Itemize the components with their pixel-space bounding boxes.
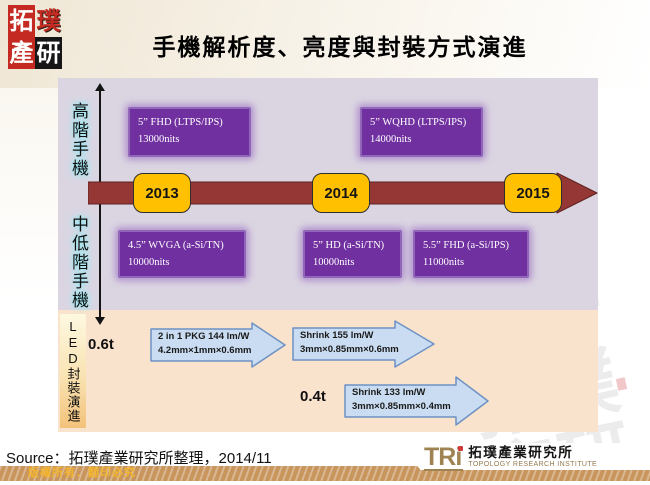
spec-text: 5” HD (a-Si/TN) [313,240,385,251]
block-arrow-icon [150,322,286,368]
brightness-text: 10000nits [313,256,355,268]
spec-box-low-2013: 4.5” WVGA (a-Si/TN) 10000nits [118,230,246,278]
led-step-arrow-1: 2 in 1 PKG 144 lm/W 4.2mm×1mm×0.6mm [150,322,286,368]
led-step-line1: Shrink 155 lm/W [300,330,374,341]
led-step-line1: 2 in 1 PKG 144 lm/W [158,331,250,342]
axis-label-mid-low: 中低階手機 [69,214,88,310]
seal-char: 璞 [36,6,61,35]
tri-logo-backdrop [398,443,650,470]
topology-seal-logo: 拓 璞 產 研 [8,5,62,69]
tri-name-en: TOPOLOGY RESEARCH INSTITUTE [468,461,598,468]
thickness-label-06t: 0.6t [88,336,114,353]
axis-arrow-up-icon [95,83,105,91]
spec-text: 5” WQHD (LTPS/IPS) [370,117,467,128]
copyright-text: 版權所有．翻印必究 [28,467,136,479]
tri-name-zh: 拓璞產業研究所 [468,445,574,460]
spec-box-low-2014: 5” HD (a-Si/TN) 10000nits [303,230,402,278]
led-step-line1: Shrink 133 lm/W [352,387,426,398]
seal-char: 產 [8,37,35,69]
led-step-arrow-2: Shrink 155 lm/W 3mm×0.85mm×0.6mm [292,320,435,368]
brightness-text: 10000nits [128,256,170,268]
brightness-text: 14000nits [370,133,412,145]
spec-text: 4.5” WVGA (a-Si/TN) [128,240,224,251]
led-evolution-strip: LED封裝演進 [60,314,86,428]
spec-text: 5” FHD (LTPS/IPS) [138,117,223,128]
slide-title: 手機解析度、亮度與封裝方式演進 [152,34,528,61]
left-margin-texture [0,88,58,440]
spec-box-high-2014: 5” WQHD (LTPS/IPS) 14000nits [360,107,483,157]
block-arrow-icon [292,320,435,368]
year-badge-2015: 2015 [504,173,562,213]
tri-logo: TRi 拓璞產業研究所 TOPOLOGY RESEARCH INSTITUTE [424,445,597,471]
year-badge-2013: 2013 [133,173,191,213]
led-step-line2: 3mm×0.85mm×0.6mm [300,343,399,355]
led-strip-label: LED封裝演進 [65,319,81,423]
watermark-red-accent [615,377,628,391]
led-step-line2: 3mm×0.85mm×0.4mm [352,400,451,412]
seal-char: 研 [35,37,62,69]
led-step-arrow-3: Shrink 133 lm/W 3mm×0.85mm×0.4mm [344,376,489,426]
block-arrow-icon [344,376,489,426]
axis-label-high-end: 高階手機 [69,102,88,178]
tri-abbr-letters: TRi [424,443,462,471]
brightness-text: 11000nits [423,256,465,268]
brightness-text: 13000nits [138,133,180,145]
year-badge-2014: 2014 [312,173,370,213]
tri-abbr-text: TRi [424,443,464,471]
led-step-line2: 4.2mm×1mm×0.6mm [158,344,252,356]
spec-box-high-2013: 5” FHD (LTPS/IPS) 13000nits [128,107,251,157]
seal-char: 拓 [8,5,35,37]
spec-box-low-2014b: 5.5” FHD (a-Si/IPS) 11000nits [413,230,529,278]
axis-arrow-down-icon [95,317,105,325]
source-line: Source：拓璞產業研究所整理，2014/11 [6,450,272,467]
header-texture [0,0,650,88]
tri-red-dot-icon [458,446,464,451]
spec-text: 5.5” FHD (a-Si/IPS) [423,240,510,251]
thickness-label-04t: 0.4t [300,388,326,405]
